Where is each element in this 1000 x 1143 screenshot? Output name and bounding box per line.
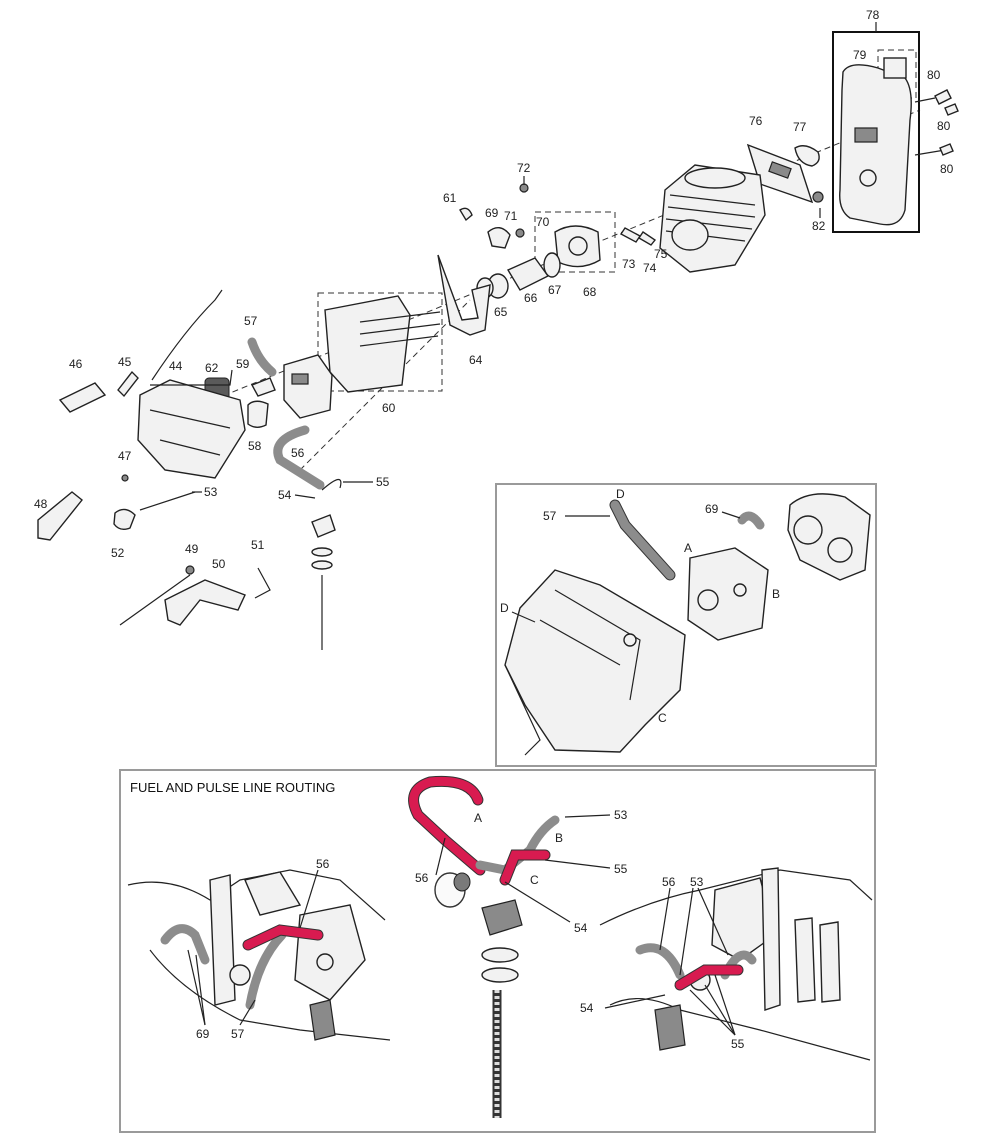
detail-handle-housing: [504, 569, 686, 753]
part-label-62: 62: [205, 361, 219, 375]
detail-label-69: 69: [705, 502, 719, 516]
fuel-valve-block: [481, 899, 523, 936]
handle-housing: [137, 379, 246, 479]
routing-label-53-center: 53: [614, 808, 628, 822]
part-label-77: 77: [793, 120, 807, 134]
routing-label-56-left: 56: [316, 857, 330, 871]
part-label-54: 54: [278, 488, 292, 502]
throttle-trigger: [164, 579, 246, 626]
routing-label-54-center: 54: [574, 921, 588, 935]
part-label-48: 48: [34, 497, 48, 511]
part-label-65: 65: [494, 305, 508, 319]
part-label-44: 44: [169, 359, 183, 373]
part-label-68: 68: [583, 285, 597, 299]
part-label-47: 47: [118, 449, 132, 463]
part-label-58: 58: [248, 439, 262, 453]
routing-label-54-right: 54: [580, 1001, 594, 1015]
gasket: [794, 145, 820, 167]
carburetor: [283, 354, 333, 419]
part-label-78: 78: [866, 8, 880, 22]
part-label-80-bottom: 80: [940, 162, 954, 176]
exploded-view: 44 45 46 47 48 49 50 51 52 53 54 55 56 5…: [34, 8, 959, 650]
part-label-67: 67: [548, 283, 562, 297]
part-label-52: 52: [111, 546, 125, 560]
part-label-51: 51: [251, 538, 265, 552]
part-label-50: 50: [212, 557, 226, 571]
routing-label-56-center: 56: [415, 871, 429, 885]
routing-label-56-right: 56: [662, 875, 676, 889]
cylinder: [659, 164, 766, 273]
routing-label-69: 69: [196, 1027, 210, 1041]
part-label-75: 75: [654, 247, 668, 261]
routing-label-c: C: [530, 873, 539, 887]
routing-left-view: [127, 869, 391, 1041]
part-label-55: 55: [376, 475, 390, 489]
detail-label-57: 57: [543, 509, 557, 523]
detail-label-c: C: [658, 711, 667, 725]
part-label-72: 72: [517, 161, 531, 175]
part-label-60: 60: [382, 401, 396, 415]
part-label-70: 70: [536, 215, 550, 229]
part-label-46: 46: [69, 357, 83, 371]
detail-label-a: A: [684, 541, 692, 555]
detail-carburetor: [687, 547, 769, 641]
part-label-79: 79: [853, 48, 867, 62]
part-label-49: 49: [185, 542, 199, 556]
detail-label-b: B: [772, 587, 780, 601]
part-label-74: 74: [643, 261, 657, 275]
intake-boot: [506, 257, 550, 291]
part-label-57: 57: [244, 314, 258, 328]
part-label-76: 76: [749, 114, 763, 128]
part-label-80-top: 80: [927, 68, 941, 82]
routing-title: FUEL AND PULSE LINE ROUTING: [130, 780, 335, 795]
routing-label-53-right: 53: [690, 875, 704, 889]
part-label-45: 45: [118, 355, 132, 369]
muffler: [839, 64, 912, 226]
detail-label-d-top: D: [616, 487, 625, 501]
part-label-56: 56: [291, 446, 305, 460]
routing-label-b: B: [555, 831, 563, 845]
routing-label-55-center: 55: [614, 862, 628, 876]
part-label-80-mid: 80: [937, 119, 951, 133]
part-label-61: 61: [443, 191, 457, 205]
part-label-71: 71: [504, 209, 518, 223]
routing-label-57: 57: [231, 1027, 245, 1041]
part-label-82: 82: [812, 219, 826, 233]
fuel-tank-plate: [324, 295, 411, 393]
part-label-66: 66: [524, 291, 538, 305]
routing-label-55-right: 55: [731, 1037, 745, 1051]
routing-label-a: A: [474, 811, 482, 825]
routing-right-view: [599, 867, 873, 1061]
detail-panel: 57 69 D D A B C: [495, 483, 877, 767]
part-label-53: 53: [204, 485, 218, 499]
part-label-73: 73: [622, 257, 636, 271]
part-label-59: 59: [236, 357, 250, 371]
part-label-69: 69: [485, 206, 499, 220]
part-label-64: 64: [469, 353, 483, 367]
routing-panel: FUEL AND PULSE LINE ROUTING: [119, 769, 876, 1133]
detail-label-d-left: D: [500, 601, 509, 615]
